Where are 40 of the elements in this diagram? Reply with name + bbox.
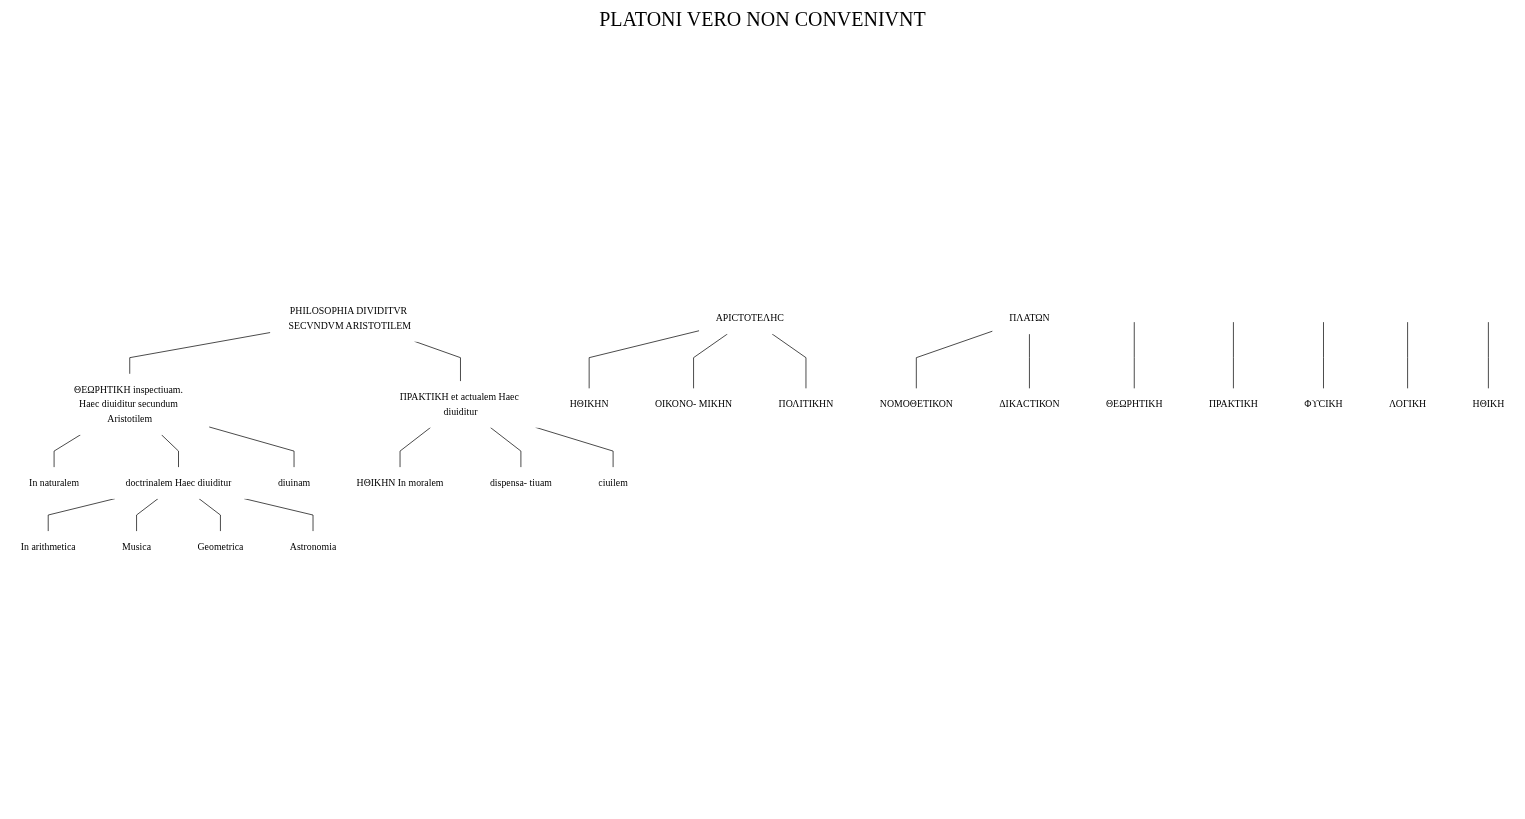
node-text: ΟΙΚΟΝΟ- ΜΙΚΗΝ (654, 398, 733, 410)
node-text: ΠΛΑΤΩΝ (1009, 312, 1050, 324)
node-text: ΠΡΑΚΤΙΚΗ (1208, 398, 1258, 410)
node-text: diuinam (277, 477, 311, 489)
node-text: dispensa- tiuam (489, 477, 552, 489)
node-text: Geometrica (197, 541, 244, 553)
connector (489, 427, 522, 468)
connector (208, 426, 295, 468)
connector (1323, 321, 1324, 390)
node-text: ΛΟΓΙΚΗ (1389, 398, 1427, 410)
node-text: ΠΡΑΚΤΙΚΗ et actualem Haec diuiditur (399, 391, 519, 417)
node-text: Astronomia (289, 541, 337, 553)
node-text: ΑΡΙϹΤΟΤΕΛΗϹ (715, 312, 784, 324)
connector (915, 330, 994, 390)
connector (198, 498, 221, 532)
node-text: PHILOSOPHIA DIVIDITVR SECVNDVM ARISTOTILEM (288, 305, 411, 331)
node-text: doctrinalem Haec diuiditur (125, 477, 232, 489)
connector (161, 434, 179, 468)
connector (771, 333, 807, 390)
note-text: PLATONI VERO NON CONVENIVNT (599, 8, 926, 31)
node-text: ΠΟΛΙΤΙΚΗΝ (778, 398, 834, 410)
node-text: Musica (122, 541, 152, 553)
connector (129, 332, 271, 375)
node-text: ΔΙΚΑϹΤΙΚΟΝ (999, 398, 1060, 410)
node-text: ΦϒϹΙΚΗ (1304, 398, 1343, 410)
node-text: ΗΘΙΚΗ (1472, 398, 1505, 410)
connector (399, 427, 432, 468)
node-text: In naturalem (29, 477, 80, 489)
connector (53, 434, 81, 468)
connector (136, 498, 159, 532)
node-text: ΘΕΩΡΗΤΙΚΗ (1106, 398, 1163, 410)
node-text: ΗΘΙΚΗΝ In moralem (356, 477, 444, 489)
node-text: ΝΟΜΟΘΕΤΙΚΟΝ (879, 398, 953, 410)
connector (693, 333, 728, 390)
node-text: In arithmetica (20, 541, 76, 553)
node-text: ΘΕΩΡΗΤΙΚΗ inspectiuam. Haec diuiditur secundum Aristotilem (74, 383, 183, 425)
node-text: ciuilem (598, 477, 628, 489)
node-text: ΗΘΙΚΗΝ (569, 398, 609, 410)
connector (588, 330, 700, 390)
connector (1029, 333, 1030, 390)
